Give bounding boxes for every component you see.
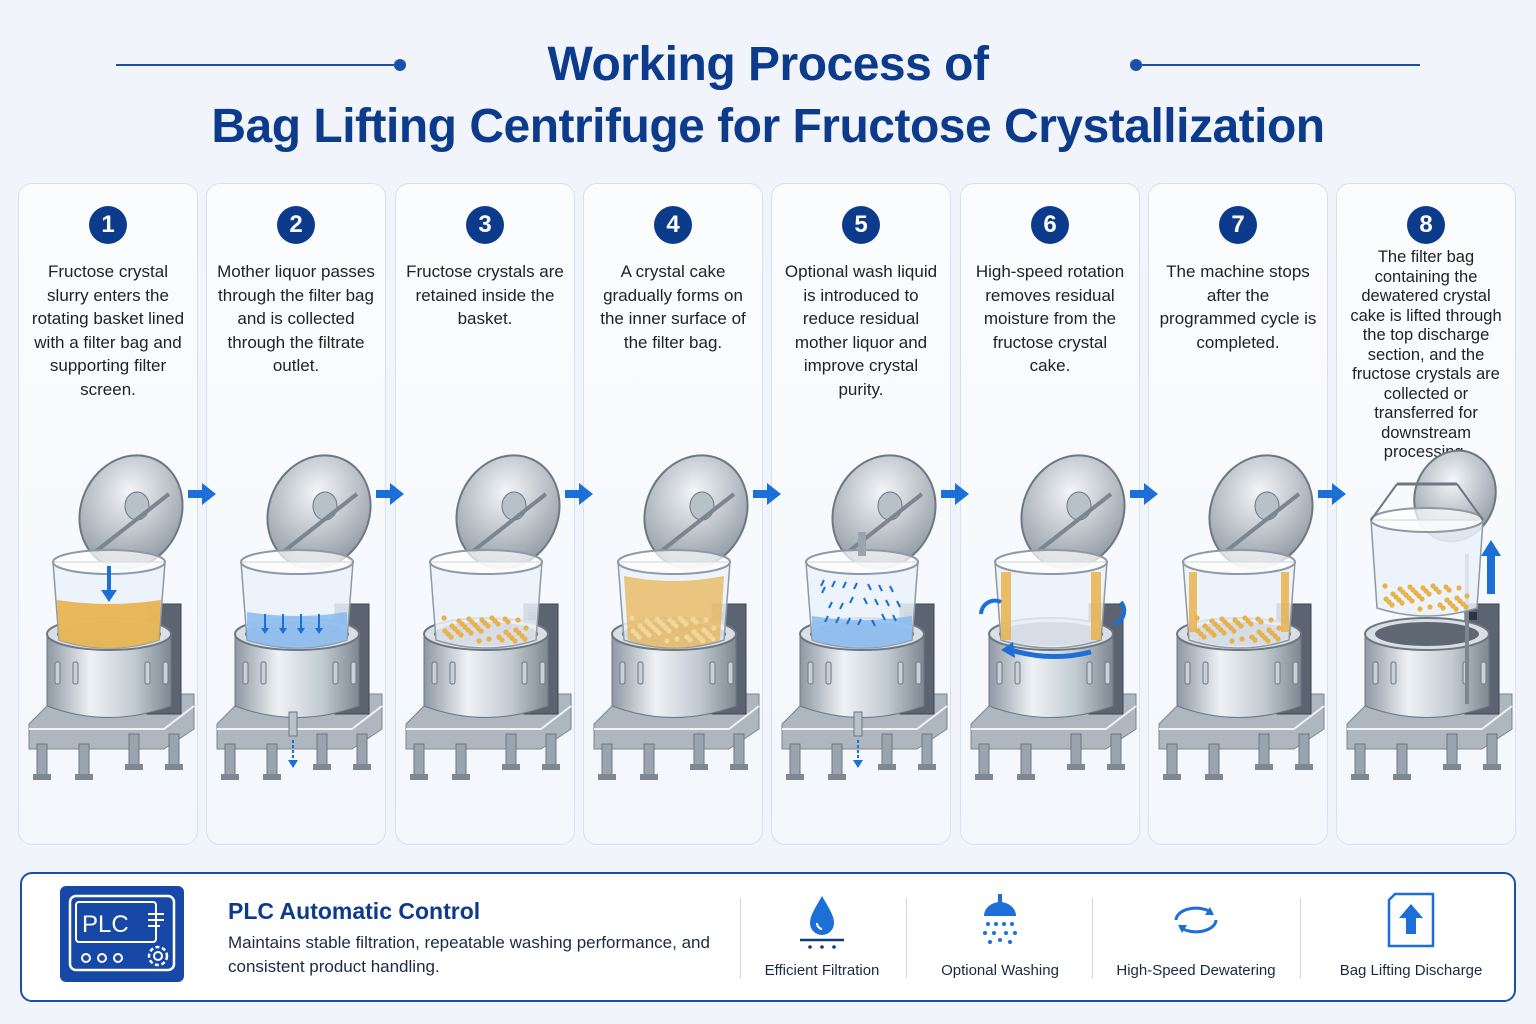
title-deco-right (1130, 59, 1420, 71)
centrifuge-illustration (207, 444, 387, 849)
centrifuge-illustration (772, 444, 952, 849)
step-number-badge: 4 (654, 206, 692, 244)
step-description: Fructose crystal slurry enters the rotat… (31, 262, 185, 399)
lift-arrow-icon (1387, 892, 1435, 948)
feature-efficient-filtration: Efficient Filtration (752, 890, 892, 979)
step-number-badge: 5 (842, 206, 880, 244)
step-number-badge: 2 (277, 206, 315, 244)
step-description: The filter bag containing the dewatered … (1350, 248, 1502, 461)
water-drop-icon (800, 896, 844, 949)
plc-description: Maintains stable filtration, repeatable … (228, 933, 710, 976)
title-line-1: Working Process of (547, 38, 989, 91)
feature-optional-washing: Optional Washing (930, 890, 1070, 979)
plc-title: PLC Automatic Control (228, 898, 481, 924)
step-number-badge: 3 (466, 206, 504, 244)
flow-arrow-icon (941, 483, 969, 505)
feature-high-speed-dewatering: High-Speed Dewatering (1116, 890, 1276, 979)
flow-arrow-icon (565, 483, 593, 505)
divider (906, 898, 907, 978)
step-number-badge: 6 (1031, 206, 1069, 244)
centrifuge-illustration (396, 444, 576, 849)
flow-arrow-icon (1130, 483, 1158, 505)
title-deco-left (116, 59, 406, 71)
flow-arrow-icon (376, 483, 404, 505)
centrifuge-illustration (1149, 444, 1329, 849)
centrifuge-illustration (961, 444, 1141, 849)
feature-label: Bag Lifting Discharge (1339, 962, 1483, 979)
centrifuge-illustration (584, 444, 764, 849)
centrifuge-illustration (19, 444, 199, 849)
feature-label: Optional Washing (941, 962, 1059, 979)
rotation-icon (1174, 906, 1218, 934)
title-line-2: Bag Lifting Centrifuge for Fructose Crys… (211, 100, 1325, 153)
feature-label: High-Speed Dewatering (1116, 962, 1276, 979)
plc-control-panel: PLC PLC Automatic Control Maintains stab… (20, 872, 1516, 1002)
step-card-3: 3 Fructose crystals are retained inside … (395, 183, 575, 845)
step-description: High-speed rotation removes residual moi… (975, 262, 1125, 376)
step-card-8: 8 The filter bag containing the dewatere… (1336, 183, 1516, 845)
flow-arrow-icon (753, 483, 781, 505)
step-number-badge: 1 (89, 206, 127, 244)
plc-icon: PLC (60, 886, 184, 982)
step-card-2: 2 Mother liquor passes through the filte… (206, 183, 386, 845)
step-number-badge: 7 (1219, 206, 1257, 244)
divider (740, 898, 741, 978)
step-description: Fructose crystals are retained inside th… (406, 262, 564, 329)
centrifuge-illustration (1337, 444, 1517, 849)
feature-label: Efficient Filtration (764, 962, 880, 979)
divider (1092, 898, 1093, 978)
step-card-6: 6 High-speed rotation removes residual m… (960, 183, 1140, 845)
flow-arrow-icon (1318, 483, 1346, 505)
step-number-badge: 8 (1407, 206, 1445, 244)
step-description: Mother liquor passes through the filter … (217, 262, 375, 376)
step-card-5: 5 Optional wash liquid is introduced to … (771, 183, 951, 845)
step-description: A crystal cake gradually forms on the in… (600, 262, 746, 352)
step-card-7: 7 The machine stops after the programmed… (1148, 183, 1328, 845)
step-description: Optional wash liquid is introduced to re… (784, 262, 938, 399)
flow-arrow-icon (188, 483, 216, 505)
divider (1300, 898, 1301, 978)
shower-icon (983, 894, 1017, 944)
step-card-4: 4 A crystal cake gradually forms on the … (583, 183, 763, 845)
step-description: The machine stops after the programmed c… (1159, 262, 1317, 352)
step-card-1: 1 Fructose crystal slurry enters the rot… (18, 183, 198, 845)
page-title: Working Process of Bag Lifting Centrifug… (0, 34, 1536, 158)
feature-bag-lifting-discharge: Bag Lifting Discharge (1326, 890, 1496, 979)
plc-label: PLC (82, 911, 129, 938)
